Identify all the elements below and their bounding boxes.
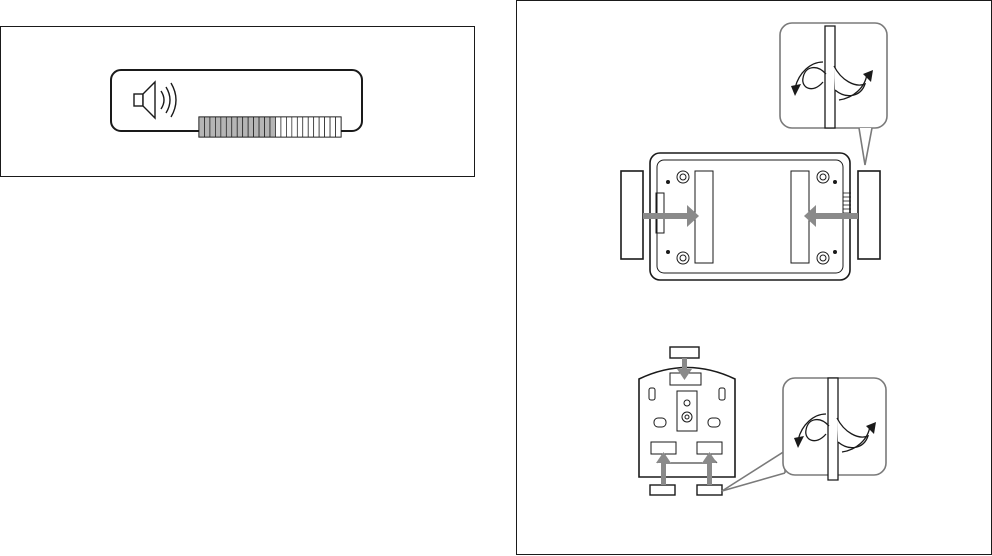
volume-segment [248, 117, 253, 137]
volume-segment [254, 117, 259, 137]
rubber-pad-top [670, 347, 699, 358]
mounting-panel [516, 0, 992, 555]
mounting-svg [517, 1, 992, 556]
volume-segment [292, 117, 297, 137]
volume-segment [237, 117, 242, 137]
volume-segment [314, 117, 319, 137]
volume-segment [286, 117, 291, 137]
volume-segment [336, 117, 341, 137]
volume-segment [319, 117, 324, 137]
volume-segment [204, 117, 209, 137]
volume-segment [325, 117, 330, 137]
rubber-pad-left [621, 171, 643, 259]
stand-back-view [639, 368, 735, 478]
volume-segment [330, 117, 335, 137]
volume-segment [308, 117, 313, 137]
volume-segment [199, 117, 204, 137]
volume-segment [270, 117, 275, 137]
volume-segment [232, 117, 237, 137]
volume-segment [215, 117, 220, 137]
pad-twist-callout-top [780, 23, 887, 165]
volume-segment [221, 117, 226, 137]
volume-segment [297, 117, 302, 137]
volume-panel [0, 26, 475, 177]
volume-segment [243, 117, 248, 137]
volume-segment [265, 117, 270, 137]
rubber-pad-bottom-right [697, 485, 722, 495]
volume-segment [226, 117, 231, 137]
volume-segment [210, 117, 215, 137]
volume-svg [1, 27, 476, 178]
volume-segment [281, 117, 286, 137]
volume-segment [303, 117, 308, 137]
volume-segment [259, 117, 264, 137]
volume-level-bar [199, 117, 341, 137]
volume-segment [275, 117, 280, 137]
rubber-pad-bottom-left [650, 485, 675, 495]
pad-twist-callout-bottom [722, 378, 886, 491]
rubber-pad-right [858, 171, 880, 259]
